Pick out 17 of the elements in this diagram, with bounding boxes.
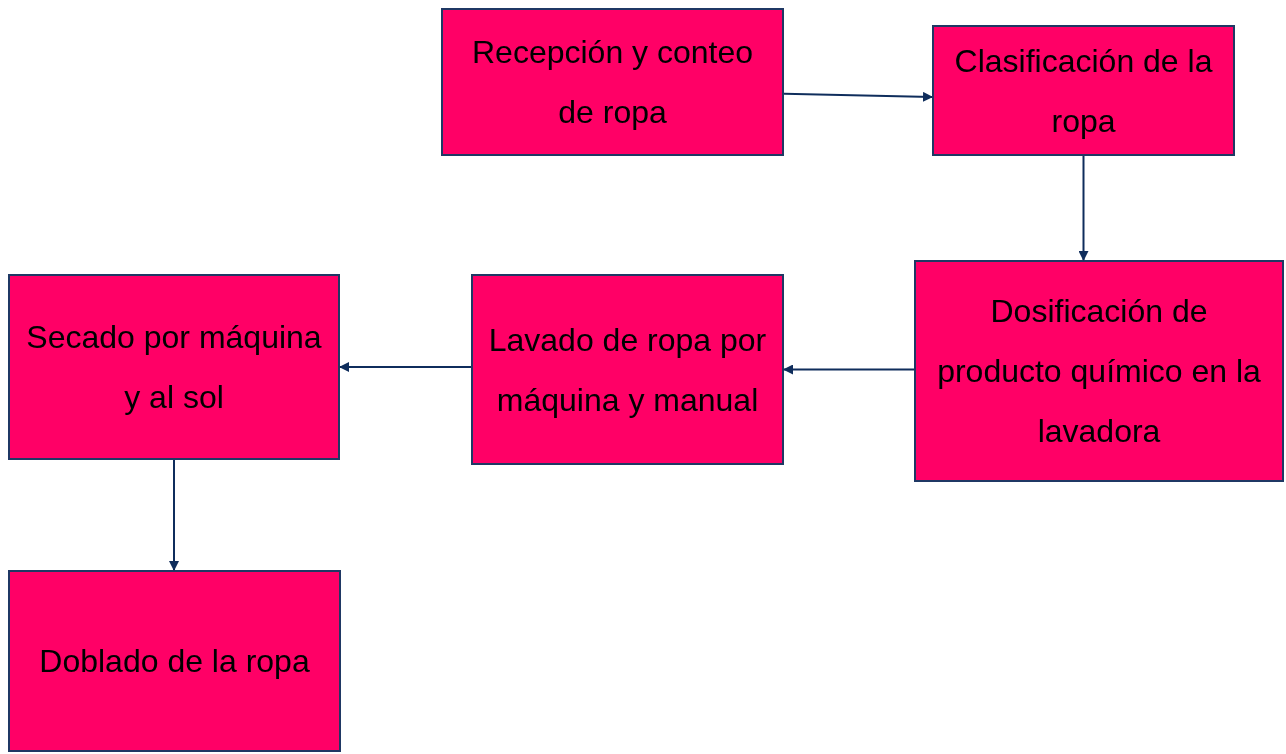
step-text: Lavado de ropa por máquina y manual — [487, 320, 768, 420]
process-box — [441, 8, 784, 156]
process-box — [8, 274, 340, 460]
step-text: Dosificación de producto químico en la lavadora — [936, 292, 1262, 451]
process-box — [8, 570, 341, 752]
process-box — [932, 25, 1235, 156]
arrow — [783, 91, 933, 102]
arrow — [783, 364, 915, 375]
arrow — [1078, 155, 1089, 261]
step-text: Doblado de la ropa — [39, 642, 310, 681]
process-box — [471, 274, 784, 465]
step-text: Recepción y conteo de ropa — [470, 33, 755, 132]
step-text: Secado por máquina y al sol — [25, 318, 323, 417]
arrow — [169, 459, 179, 571]
process-box — [914, 260, 1284, 482]
step-text: Clasificación de la ropa — [953, 41, 1214, 141]
arrow — [339, 362, 472, 372]
